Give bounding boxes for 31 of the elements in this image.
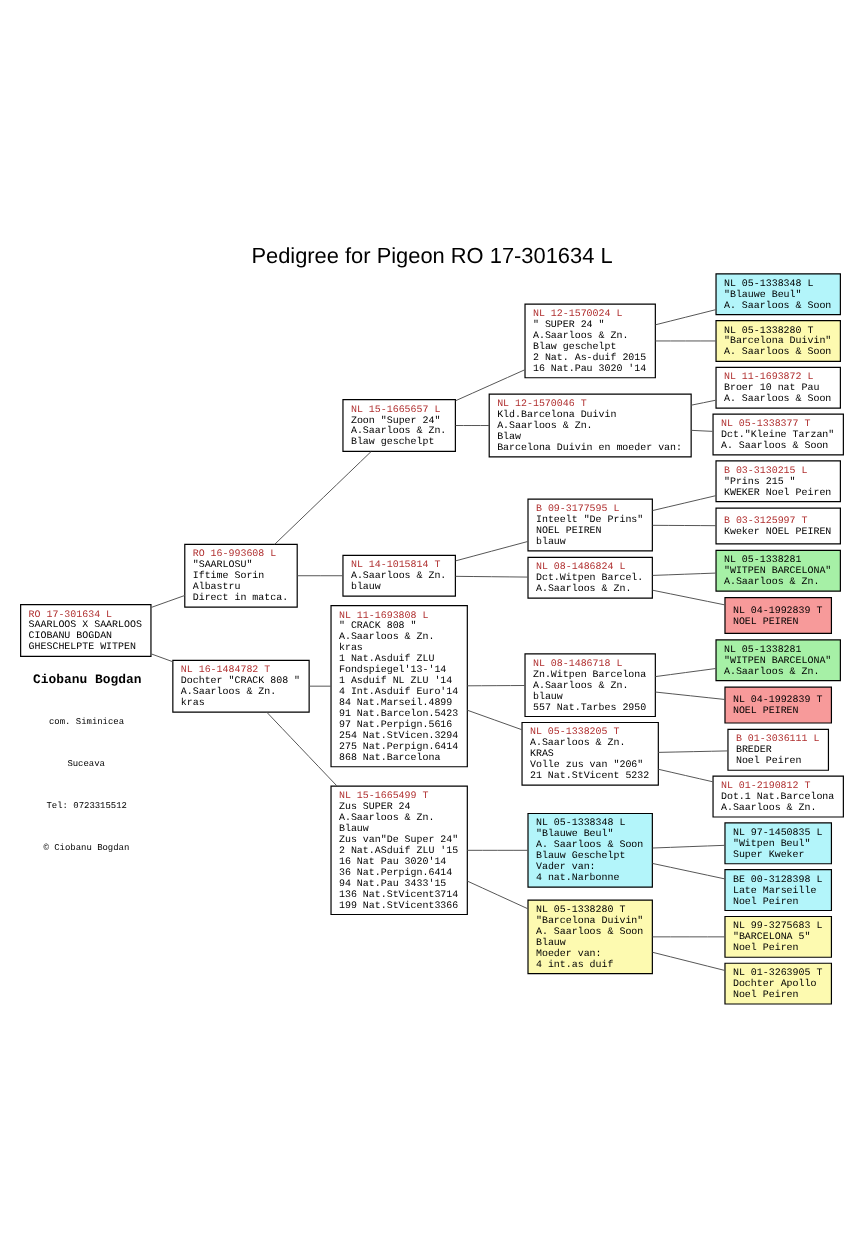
connector	[652, 588, 726, 605]
connector	[652, 494, 717, 511]
connector	[297, 574, 344, 576]
connector	[654, 690, 726, 699]
connector	[150, 593, 186, 607]
connector	[455, 424, 490, 426]
connector	[455, 540, 529, 561]
connector	[455, 574, 529, 577]
connector	[652, 861, 726, 879]
connector	[652, 571, 717, 575]
connector	[309, 684, 332, 686]
connector	[466, 708, 523, 730]
connector	[652, 843, 726, 848]
connector	[690, 398, 717, 405]
connector	[690, 428, 714, 431]
connector	[266, 710, 338, 786]
connector	[654, 308, 717, 325]
connector	[466, 684, 526, 686]
connector	[652, 950, 726, 970]
connector	[274, 450, 372, 544]
connector	[150, 652, 174, 662]
connector	[654, 339, 717, 341]
connector	[654, 667, 717, 677]
connector	[652, 935, 726, 937]
connector	[466, 848, 529, 850]
connector	[657, 749, 729, 752]
connector	[455, 368, 526, 401]
connector	[466, 879, 529, 909]
connector	[652, 523, 717, 526]
connector	[657, 767, 714, 782]
diagram-title: Pedigree for Pigeon RO 17-301634 L	[251, 244, 613, 269]
